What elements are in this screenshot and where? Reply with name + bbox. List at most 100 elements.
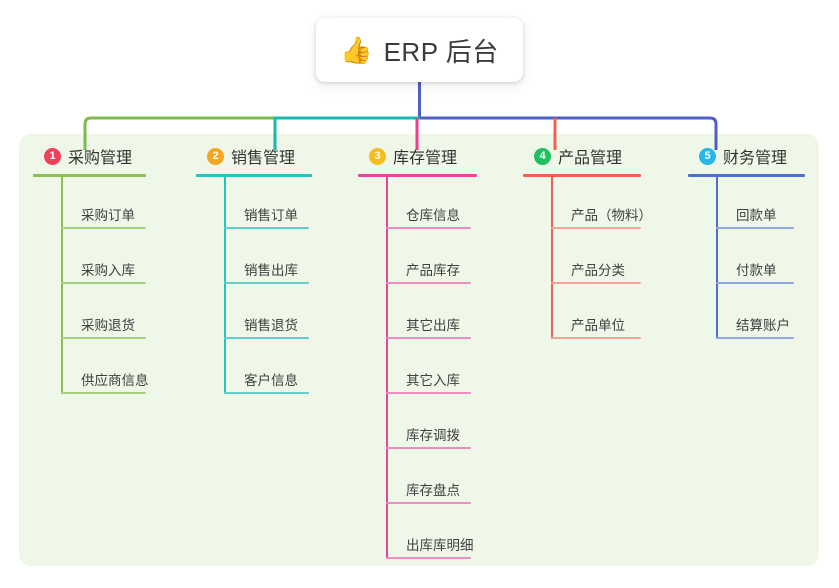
branch-title-4: 产品管理 [558, 150, 623, 167]
branch-column-4: 4 产品管理产品（物料） 产品分类产品单位 [523, 143, 652, 342]
branch-spine-5 [716, 177, 718, 339]
leaf-item-underline [224, 227, 309, 229]
branches-panel [19, 134, 819, 566]
leaf-item[interactable]: 仓库信息 [358, 177, 477, 232]
leaf-item[interactable]: 出库库明细 [358, 507, 477, 562]
leaf-item[interactable]: 产品（物料） [523, 177, 652, 232]
branch-column-1: 1 采购管理采购订单采购入库采购退货供应商信息 [33, 143, 149, 397]
leaf-item[interactable]: 供应商信息 [33, 342, 149, 397]
leaf-item[interactable]: 其它入库 [358, 342, 477, 397]
leaf-item-label: 产品单位 [571, 318, 625, 333]
branch-column-3: 3 库存管理仓库信息产品库存其它出库其它入库库存调拨库存盘点出库库明细 [358, 143, 477, 562]
leaf-item-label: 库存调拨 [406, 428, 460, 443]
branch-title-3: 库存管理 [393, 150, 458, 167]
leaf-item-underline [386, 227, 471, 229]
branch-underline-2 [196, 174, 312, 177]
leaf-item-underline [716, 227, 794, 229]
leaf-item-underline [224, 392, 309, 394]
leaf-item-underline [61, 392, 146, 394]
leaf-item-label: 采购入库 [81, 263, 135, 278]
leaf-item[interactable]: 采购订单 [33, 177, 146, 232]
branch-items-1: 采购订单采购入库采购退货供应商信息 [33, 177, 149, 397]
root-node[interactable]: 👍 ERP 后台 [316, 18, 523, 82]
branch-badge-5: 5 [699, 147, 716, 165]
branch-items-4: 产品（物料） 产品分类产品单位 [523, 177, 652, 342]
branch-spine-4 [551, 177, 553, 339]
leaf-item[interactable]: 回款单 [688, 177, 805, 232]
leaf-item[interactable]: 客户信息 [196, 342, 312, 397]
leaf-item[interactable]: 付款单 [688, 232, 805, 287]
branch-badge-1: 1 [44, 147, 61, 165]
leaf-item[interactable]: 结算账户 [688, 287, 805, 342]
branch-header-5[interactable]: 5 财务管理 [688, 143, 805, 169]
leaf-item[interactable]: 产品单位 [523, 287, 641, 342]
leaf-item[interactable]: 其它出库 [358, 287, 477, 342]
branch-badge-3: 3 [369, 147, 386, 165]
branch-header-4[interactable]: 4 产品管理 [523, 143, 641, 169]
leaf-item-label: 库存盘点 [406, 483, 460, 498]
thumbs-up-emoji: 👍 [340, 35, 373, 65]
leaf-item-underline [551, 282, 641, 284]
leaf-item[interactable]: 销售退货 [196, 287, 312, 342]
leaf-item[interactable]: 采购退货 [33, 287, 146, 342]
leaf-item[interactable]: 销售出库 [196, 232, 312, 287]
leaf-item[interactable]: 库存调拨 [358, 397, 477, 452]
branch-underline-1 [33, 174, 146, 177]
leaf-item[interactable]: 采购入库 [33, 232, 146, 287]
branch-badge-4: 4 [534, 147, 551, 165]
branch-column-2: 2 销售管理销售订单销售出库销售退货客户信息 [196, 143, 312, 397]
leaf-item-label: 采购退货 [81, 318, 135, 333]
leaf-item-label: 其它入库 [406, 373, 460, 388]
leaf-item-underline [224, 282, 309, 284]
leaf-item[interactable]: 产品分类 [523, 232, 641, 287]
leaf-item[interactable]: 库存盘点 [358, 452, 477, 507]
leaf-item-label: 出库库明细 [406, 538, 474, 553]
leaf-item-label: 产品（物料） [571, 208, 652, 223]
branch-underline-5 [688, 174, 805, 177]
branch-badge-2: 2 [207, 147, 224, 165]
leaf-item-label: 仓库信息 [406, 208, 460, 223]
leaf-item[interactable]: 产品库存 [358, 232, 477, 287]
branch-spine-3 [386, 177, 388, 559]
leaf-item-label: 付款单 [736, 263, 777, 278]
leaf-item-label: 其它出库 [406, 318, 460, 333]
leaf-item-label: 销售出库 [244, 263, 298, 278]
leaf-item-underline [61, 337, 146, 339]
leaf-item-underline [716, 282, 794, 284]
branch-underline-3 [358, 174, 477, 177]
leaf-item-label: 产品分类 [571, 263, 625, 278]
branch-spine-2 [224, 177, 226, 394]
leaf-item-label: 结算账户 [736, 318, 790, 333]
leaf-item-underline [551, 337, 641, 339]
leaf-item-underline [386, 337, 471, 339]
leaf-item-label: 采购订单 [81, 208, 135, 223]
leaf-item[interactable]: 销售订单 [196, 177, 312, 232]
branch-items-2: 销售订单销售出库销售退货客户信息 [196, 177, 312, 397]
leaf-item-underline [224, 337, 309, 339]
branch-items-3: 仓库信息产品库存其它出库其它入库库存调拨库存盘点出库库明细 [358, 177, 477, 562]
leaf-item-label: 客户信息 [244, 373, 298, 388]
leaf-item-underline [386, 447, 471, 449]
branch-title-5: 财务管理 [723, 150, 788, 167]
branch-underline-4 [523, 174, 641, 177]
leaf-item-label: 销售订单 [244, 208, 298, 223]
leaf-item-underline [386, 282, 471, 284]
leaf-item-underline [716, 337, 794, 339]
leaf-item-underline [61, 282, 146, 284]
branch-header-2[interactable]: 2 销售管理 [196, 143, 312, 169]
leaf-item-label: 产品库存 [406, 263, 460, 278]
leaf-item-label: 回款单 [736, 208, 777, 223]
leaf-item-label: 销售退货 [244, 318, 298, 333]
branch-title-2: 销售管理 [231, 150, 296, 167]
branch-spine-1 [61, 177, 63, 394]
branch-items-5: 回款单付款单结算账户 [688, 177, 805, 342]
branch-header-3[interactable]: 3 库存管理 [358, 143, 477, 169]
branch-title-1: 采购管理 [68, 150, 133, 167]
branch-header-1[interactable]: 1 采购管理 [33, 143, 146, 169]
root-node-title: ERP 后台 [383, 36, 499, 67]
leaf-item-underline [386, 557, 471, 559]
leaf-item-underline [551, 227, 641, 229]
leaf-item-label: 供应商信息 [81, 373, 149, 388]
